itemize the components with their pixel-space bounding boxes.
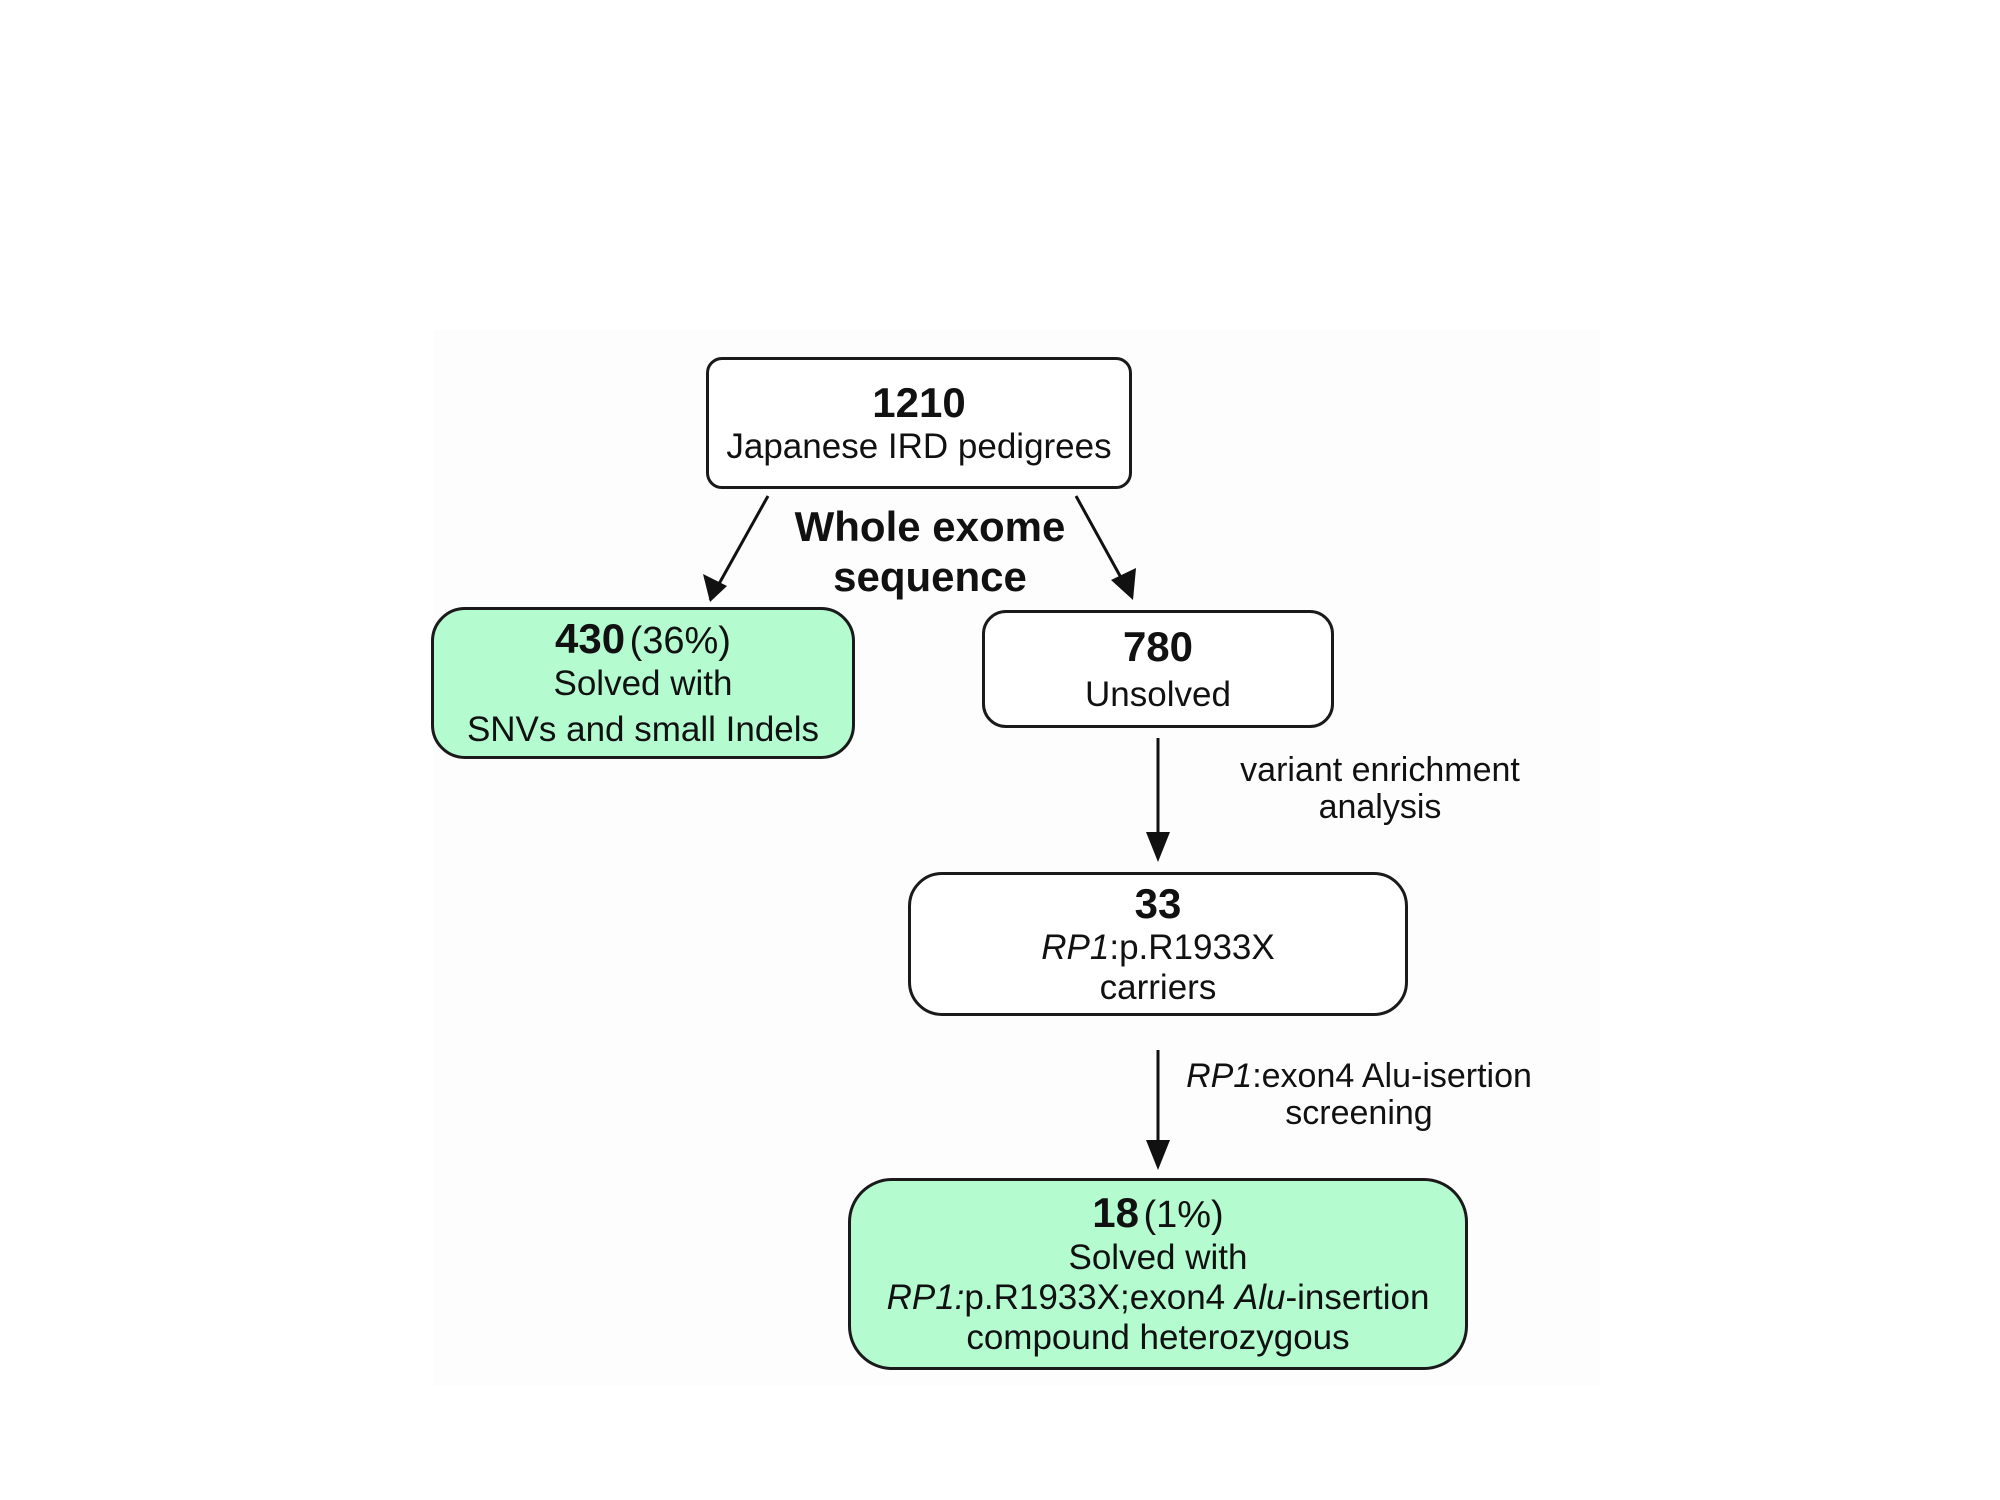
node-solved-alu-number: 18 bbox=[1092, 1189, 1140, 1237]
node-solved-snv-line2: SNVs and small Indels bbox=[466, 710, 820, 750]
node-carriers-variant: :p.R1933X bbox=[1109, 927, 1275, 967]
node-carriers: 33 RP1:p.R1933X carriers bbox=[908, 872, 1408, 1016]
arrow-to-unsolved bbox=[1074, 495, 1136, 600]
screening-gene: RP1 bbox=[1186, 1057, 1253, 1095]
node-solved-alu-gene: RP1: bbox=[886, 1278, 965, 1318]
node-solved-snv-number: 430 bbox=[555, 615, 626, 663]
node-solved-snv-line1: Solved with bbox=[553, 664, 733, 704]
arrow-to-carriers bbox=[1146, 738, 1170, 862]
screening-rest: :exon4 Alu-isertion bbox=[1252, 1057, 1532, 1095]
node-solved-alu-line1: Solved with bbox=[1068, 1237, 1248, 1277]
node-unsolved-number: 780 bbox=[1122, 622, 1194, 670]
node-carriers-gene: RP1 bbox=[1041, 927, 1110, 967]
node-solved-alu-variant: p.R1933X;exon4 bbox=[964, 1278, 1235, 1318]
node-solved-alu-alu: Alu bbox=[1234, 1278, 1286, 1318]
enrichment-label: variant enrichment analysis bbox=[1210, 751, 1550, 827]
node-unsolved-label: Unsolved bbox=[1085, 675, 1231, 715]
node-unsolved: 780 Unsolved bbox=[982, 610, 1334, 728]
node-pedigrees-label: Japanese IRD pedigrees bbox=[726, 427, 1112, 467]
node-solved-snv-percent: (36%) bbox=[629, 620, 731, 663]
node-carriers-line2: carriers bbox=[1099, 968, 1217, 1008]
arrow-to-solved-alu bbox=[1146, 1050, 1170, 1170]
enrichment-line2: analysis bbox=[1318, 788, 1442, 827]
enrichment-line1: variant enrichment bbox=[1240, 751, 1520, 789]
node-solved-alu-line3: compound heterozygous bbox=[966, 1318, 1350, 1358]
whole-exome-line2: sequence bbox=[833, 553, 1027, 601]
node-solved-alu-alu-suffix: -insertion bbox=[1285, 1278, 1430, 1318]
node-solved-snv: 430 (36%) Solved with SNVs and small Ind… bbox=[431, 607, 855, 759]
node-solved-alu-percent: (1%) bbox=[1143, 1194, 1224, 1237]
screening-line2: screening bbox=[1285, 1094, 1433, 1133]
node-solved-alu: 18 (1%) Solved with RP1:p.R1933X;exon4 A… bbox=[848, 1178, 1468, 1370]
node-pedigrees: 1210 Japanese IRD pedigrees bbox=[706, 357, 1132, 489]
whole-exome-line1: Whole exome bbox=[794, 503, 1066, 550]
arrow-to-solved-snv bbox=[703, 495, 770, 602]
whole-exome-label: Whole exome sequence bbox=[770, 502, 1090, 603]
node-pedigrees-number: 1210 bbox=[872, 378, 966, 426]
screening-label: RP1:exon4 Alu-isertion screening bbox=[1164, 1057, 1554, 1133]
node-carriers-number: 33 bbox=[1134, 879, 1182, 927]
